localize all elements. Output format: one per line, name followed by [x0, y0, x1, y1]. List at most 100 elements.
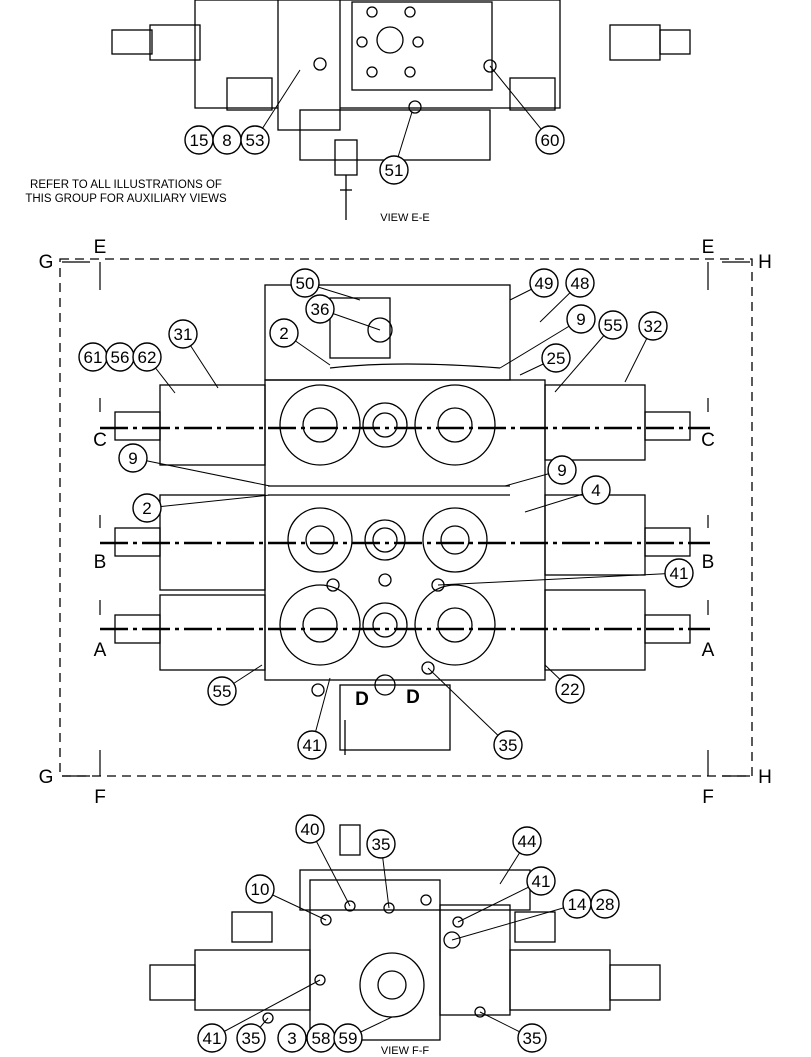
callout-number: 55	[604, 316, 623, 335]
section-letter-b-left: B	[94, 552, 107, 573]
callout-circle	[512, 826, 542, 856]
callout-circle	[566, 304, 596, 334]
callout-circle	[305, 294, 335, 324]
callout-main-view-2: 2	[269, 318, 331, 366]
callout-bottom-view-10: 10	[245, 874, 327, 921]
callout-main-view-22: 22	[544, 664, 585, 704]
callout-bottom-view-35: 35	[479, 1011, 547, 1053]
leader-line	[554, 324, 614, 393]
callout-number: 51	[385, 161, 404, 180]
callout-number: 41	[203, 1029, 222, 1048]
section-letter-e-right: E	[702, 237, 715, 258]
callout-main-view-62: 62	[132, 342, 176, 394]
callout-circle	[297, 730, 327, 760]
section-lines	[62, 261, 750, 777]
callout-number: 9	[128, 449, 137, 468]
callout-number: 40	[301, 820, 320, 839]
callout-circle	[598, 310, 628, 340]
callout-circle	[277, 1023, 307, 1053]
callout-number: 36	[311, 300, 330, 319]
callout-circle	[295, 814, 325, 844]
callout-circle	[535, 125, 565, 155]
callout-main-view-9: 9	[499, 304, 596, 369]
callout-top-view-51: 51	[379, 111, 413, 185]
callout-main-view-35: 35	[427, 667, 523, 760]
callout-number: 35	[523, 1029, 542, 1048]
callout-bottom-view-40: 40	[295, 814, 351, 907]
leader-line	[132, 457, 271, 487]
section-letter-g-bottom: G	[39, 767, 54, 788]
callout-main-view-55: 55	[554, 310, 628, 393]
callout-number: 58	[312, 1029, 331, 1048]
callout-number: 9	[557, 461, 566, 480]
callout-number: 2	[279, 324, 288, 343]
section-letter-a-right: A	[702, 640, 715, 661]
section-letter-f-left: F	[94, 787, 106, 808]
callout-main-view-9: 9	[504, 455, 577, 487]
callout-main-view-48: 48	[539, 268, 595, 323]
callout-number: 50	[296, 274, 315, 293]
reference-note-line-1: REFER TO ALL ILLUSTRATIONS OF	[30, 179, 222, 191]
callout-number: 56	[111, 348, 130, 367]
callout-number: 41	[532, 872, 551, 891]
callout-number: 41	[303, 736, 322, 755]
callout-bottom-view-35: 35	[366, 829, 396, 909]
callout-number: 10	[251, 880, 270, 899]
callout-bottom-view-28: 28	[590, 889, 620, 919]
callout-main-view-4: 4	[524, 475, 611, 513]
callout-number: 35	[372, 835, 391, 854]
callout-top-view-53: 53	[240, 69, 301, 155]
reference-note-line-2: THIS GROUP FOR AUXILIARY VIEWS	[25, 193, 227, 205]
callout-number: 3	[287, 1029, 296, 1048]
callout-number: 31	[174, 325, 193, 344]
callout-bottom-view-44: 44	[499, 826, 542, 885]
callout-circle	[333, 1023, 363, 1053]
callout-number: 59	[339, 1029, 358, 1048]
callout-main-view-31: 31	[168, 319, 219, 389]
callout-circle	[197, 1023, 227, 1053]
section-letter-h-bottom: H	[758, 767, 772, 788]
callout-circle	[493, 730, 523, 760]
callout-circle	[590, 889, 620, 919]
callout-bottom-view-58: 58	[306, 1023, 336, 1053]
callout-circle	[245, 874, 275, 904]
callout-bottom-view-3: 3	[277, 1023, 307, 1053]
section-letter-g-top: G	[39, 252, 54, 273]
callout-number: 35	[242, 1029, 261, 1048]
section-letter-c-left: C	[93, 430, 107, 451]
callout-circle	[541, 343, 571, 373]
leader-line	[211, 979, 321, 1039]
callout-main-view-50: 50	[290, 268, 361, 301]
callout-main-view-41: 41	[297, 677, 331, 760]
callout-circle	[638, 311, 668, 341]
callout-number: 9	[576, 310, 585, 329]
section-letter-c-right: C	[701, 430, 715, 451]
section-letter-d-right: D	[406, 687, 420, 708]
section-letter-a-left: A	[94, 640, 107, 661]
callout-main-view-32: 32	[624, 311, 668, 383]
callout-circle	[517, 1023, 547, 1053]
callout-circle	[529, 268, 559, 298]
callout-main-view-49: 49	[509, 268, 559, 301]
callout-number: 62	[138, 348, 157, 367]
callout-number: 8	[222, 131, 231, 150]
section-letter-d-left: D	[355, 689, 369, 710]
callout-main-view-56: 56	[105, 342, 135, 372]
callout-number: 44	[518, 832, 537, 851]
leader-line	[437, 572, 680, 586]
callout-number: 4	[591, 481, 600, 500]
section-letter-h-top: H	[758, 252, 772, 273]
callout-number: 28	[596, 895, 615, 914]
callout-circle	[168, 319, 198, 349]
callout-number: 35	[499, 736, 518, 755]
leader-line	[499, 318, 582, 369]
section-letter-e-left: E	[94, 237, 107, 258]
leader-line	[489, 65, 551, 141]
callout-circle	[581, 475, 611, 505]
callout-number: 61	[84, 348, 103, 367]
section-letter-labels: E E F F G G H H C C B B A A D D	[39, 237, 772, 808]
callout-bottom-view-59: 59	[333, 1016, 393, 1053]
leader-line	[427, 667, 509, 746]
